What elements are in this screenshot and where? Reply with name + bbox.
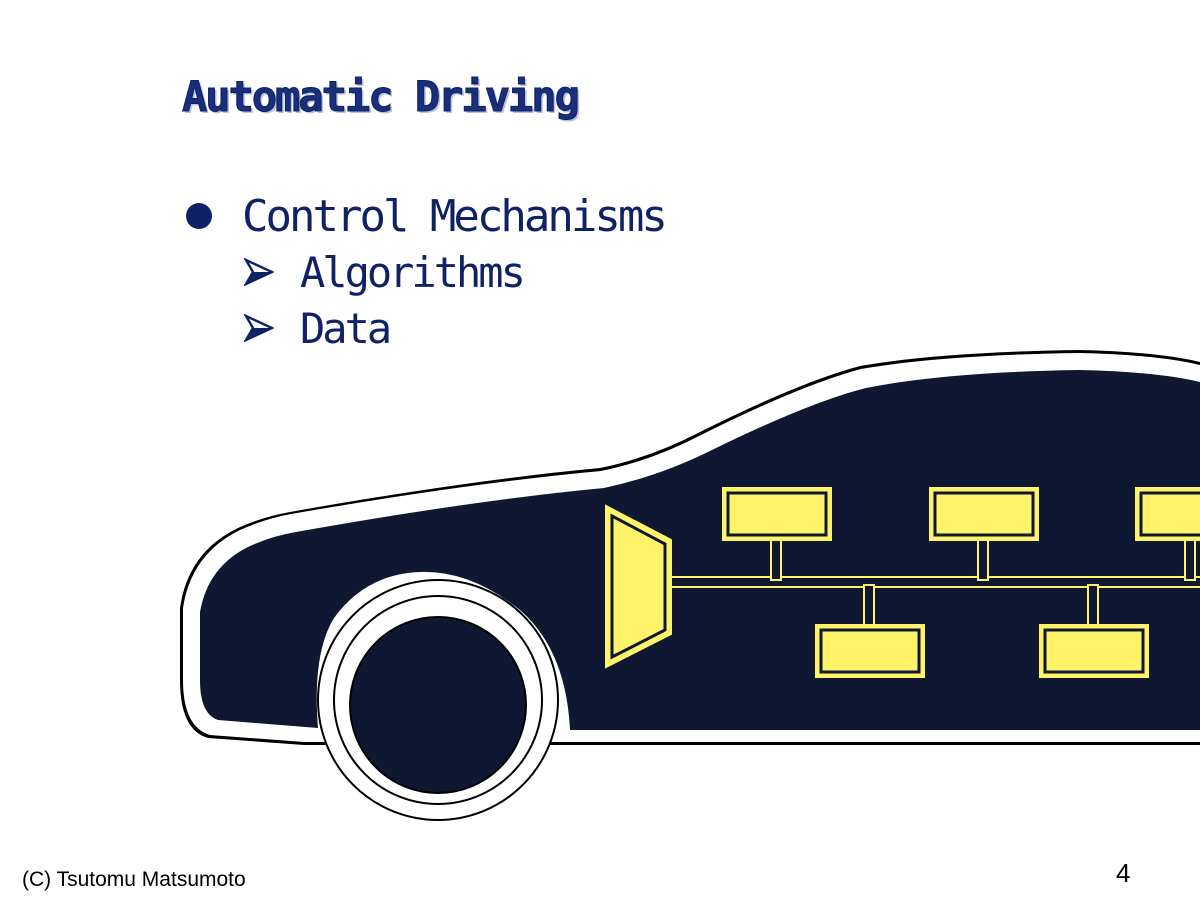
bullet-text: Control Mechanisms [242, 190, 668, 242]
sub-bullet-text: Data [300, 303, 392, 353]
ecu-modules [722, 487, 1200, 678]
sub-bullet-item: Data [244, 300, 665, 356]
bullet-item: Control Mechanisms Algorithms Data [186, 188, 668, 356]
arrowhead-icon [244, 313, 274, 343]
sub-bullet-item: Algorithms [244, 244, 665, 300]
bullet-dot-icon [186, 203, 212, 229]
car-silhouette [180, 350, 1200, 821]
page-number: 4 [1116, 858, 1131, 888]
footer-credit: (C) Tsutomu Matsumoto [22, 868, 246, 891]
sub-bullet-text: Algorithms [300, 247, 526, 297]
arrowhead-icon [244, 257, 274, 287]
bullet-list: Control Mechanisms Algorithms Data [186, 188, 668, 356]
slide-title: Automatic Driving [182, 72, 581, 122]
